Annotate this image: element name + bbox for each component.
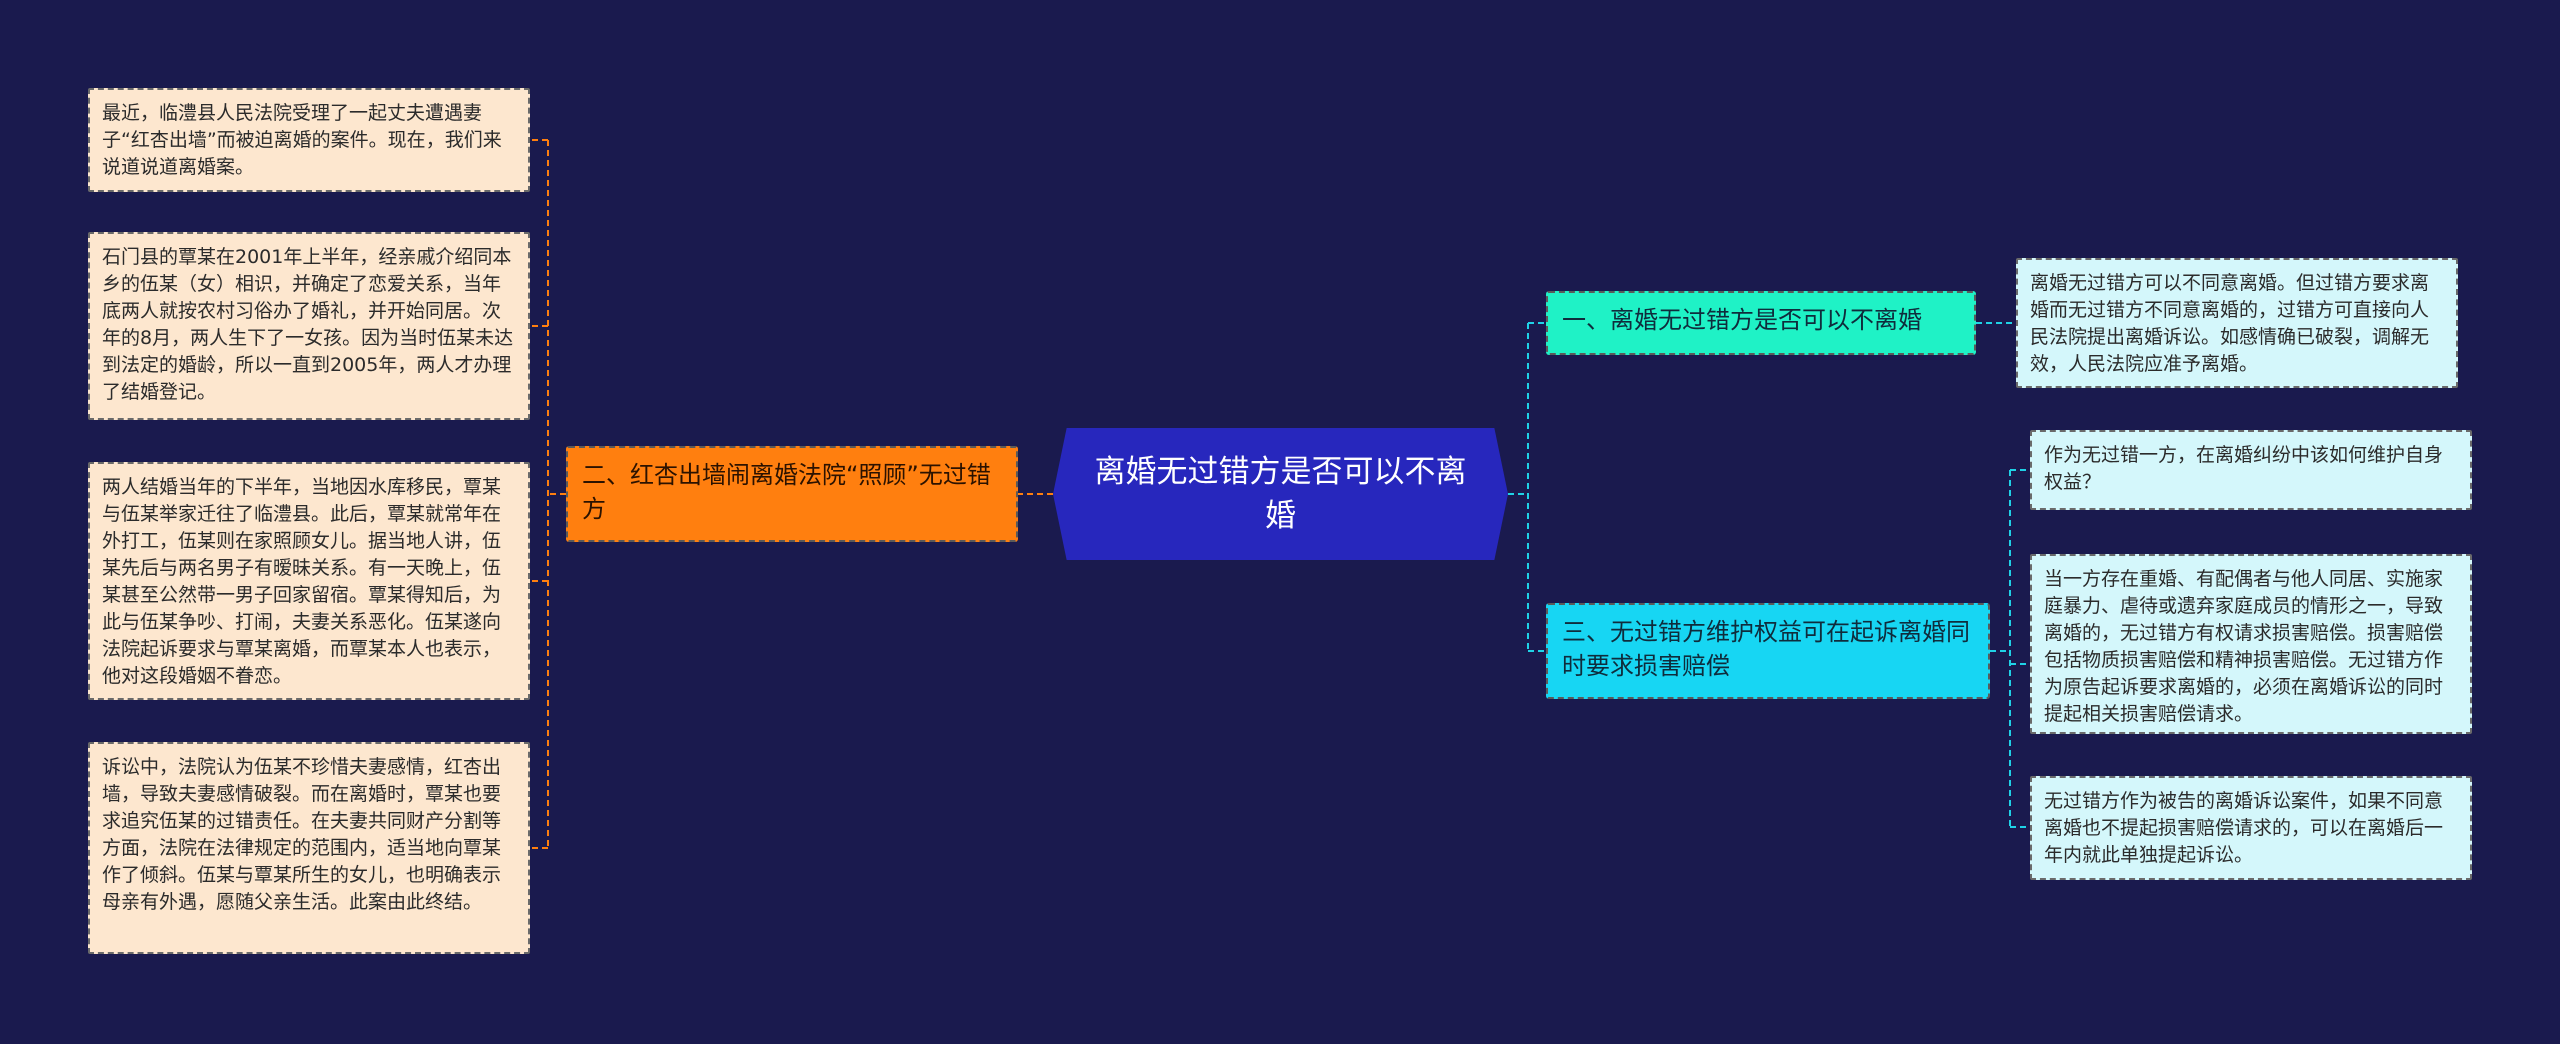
right-branch-2-leaf-2[interactable]: 当一方存在重婚、有配偶者与他人同居、实施家庭暴力、虐待或遗弃家庭成员的情形之一，… (2030, 554, 2472, 734)
right-branch-1-node[interactable]: 一、离婚无过错方是否可以不离婚 (1546, 291, 1976, 355)
right-branch-2-leaf-1-text: 作为无过错一方，在离婚纠纷中该如何维护自身权益？ (2044, 444, 2444, 493)
right-branch-1-label: 一、离婚无过错方是否可以不离婚 (1562, 306, 1922, 334)
right-branch-2-leaf-3-text: 无过错方作为被告的离婚诉讼案件，如果不同意离婚也不提起损害赔偿请求的，可以在离婚… (2044, 790, 2444, 866)
right-branch-2-leaf-1[interactable]: 作为无过错一方，在离婚纠纷中该如何维护自身权益？ (2030, 430, 2472, 510)
left-leaf-3[interactable]: 两人结婚当年的下半年，当地因水库移民，覃某与伍某举家迁往了临澧县。此后，覃某就常… (88, 462, 530, 700)
left-leaf-3-text: 两人结婚当年的下半年，当地因水库移民，覃某与伍某举家迁往了临澧县。此后，覃某就常… (102, 476, 502, 687)
right-branch-2-node[interactable]: 三、无过错方维护权益可在起诉离婚同时要求损害赔偿 (1546, 603, 1990, 699)
right-branch-1-leaf[interactable]: 离婚无过错方可以不同意离婚。但过错方要求离婚而无过错方不同意离婚的，过错方可直接… (2016, 258, 2458, 388)
right-branch-1-leaf-text: 离婚无过错方可以不同意离婚。但过错方要求离婚而无过错方不同意离婚的，过错方可直接… (2030, 272, 2430, 375)
right-branch-2-label: 三、无过错方维护权益可在起诉离婚同时要求损害赔偿 (1562, 618, 1970, 680)
right-branch-2-leaf-3[interactable]: 无过错方作为被告的离婚诉讼案件，如果不同意离婚也不提起损害赔偿请求的，可以在离婚… (2030, 776, 2472, 880)
left-leaf-4-text: 诉讼中，法院认为伍某不珍惜夫妻感情，红杏出墙，导致夫妻感情破裂。而在离婚时，覃某… (102, 756, 502, 913)
left-branch-node[interactable]: 二、红杏出墙闹离婚法院“照顾”无过错方 (566, 446, 1018, 542)
left-leaf-1[interactable]: 最近，临澧县人民法院受理了一起丈夫遭遇妻子“红杏出墙”而被迫离婚的案件。现在，我… (88, 88, 530, 192)
left-leaf-2-text: 石门县的覃某在2001年上半年，经亲戚介绍同本乡的伍某（女）相识，并确定了恋爱关… (102, 246, 514, 403)
root-label: 离婚无过错方是否可以不离婚 (1094, 454, 1467, 534)
left-branch-label: 二、红杏出墙闹离婚法院“照顾”无过错方 (582, 461, 991, 523)
root-node[interactable]: 离婚无过错方是否可以不离婚 (1053, 428, 1508, 560)
left-leaf-2[interactable]: 石门县的覃某在2001年上半年，经亲戚介绍同本乡的伍某（女）相识，并确定了恋爱关… (88, 232, 530, 420)
right-branch-2-leaf-2-text: 当一方存在重婚、有配偶者与他人同居、实施家庭暴力、虐待或遗弃家庭成员的情形之一，… (2044, 568, 2444, 725)
left-leaf-4[interactable]: 诉讼中，法院认为伍某不珍惜夫妻感情，红杏出墙，导致夫妻感情破裂。而在离婚时，覃某… (88, 742, 530, 954)
left-leaf-1-text: 最近，临澧县人民法院受理了一起丈夫遭遇妻子“红杏出墙”而被迫离婚的案件。现在，我… (102, 102, 502, 178)
